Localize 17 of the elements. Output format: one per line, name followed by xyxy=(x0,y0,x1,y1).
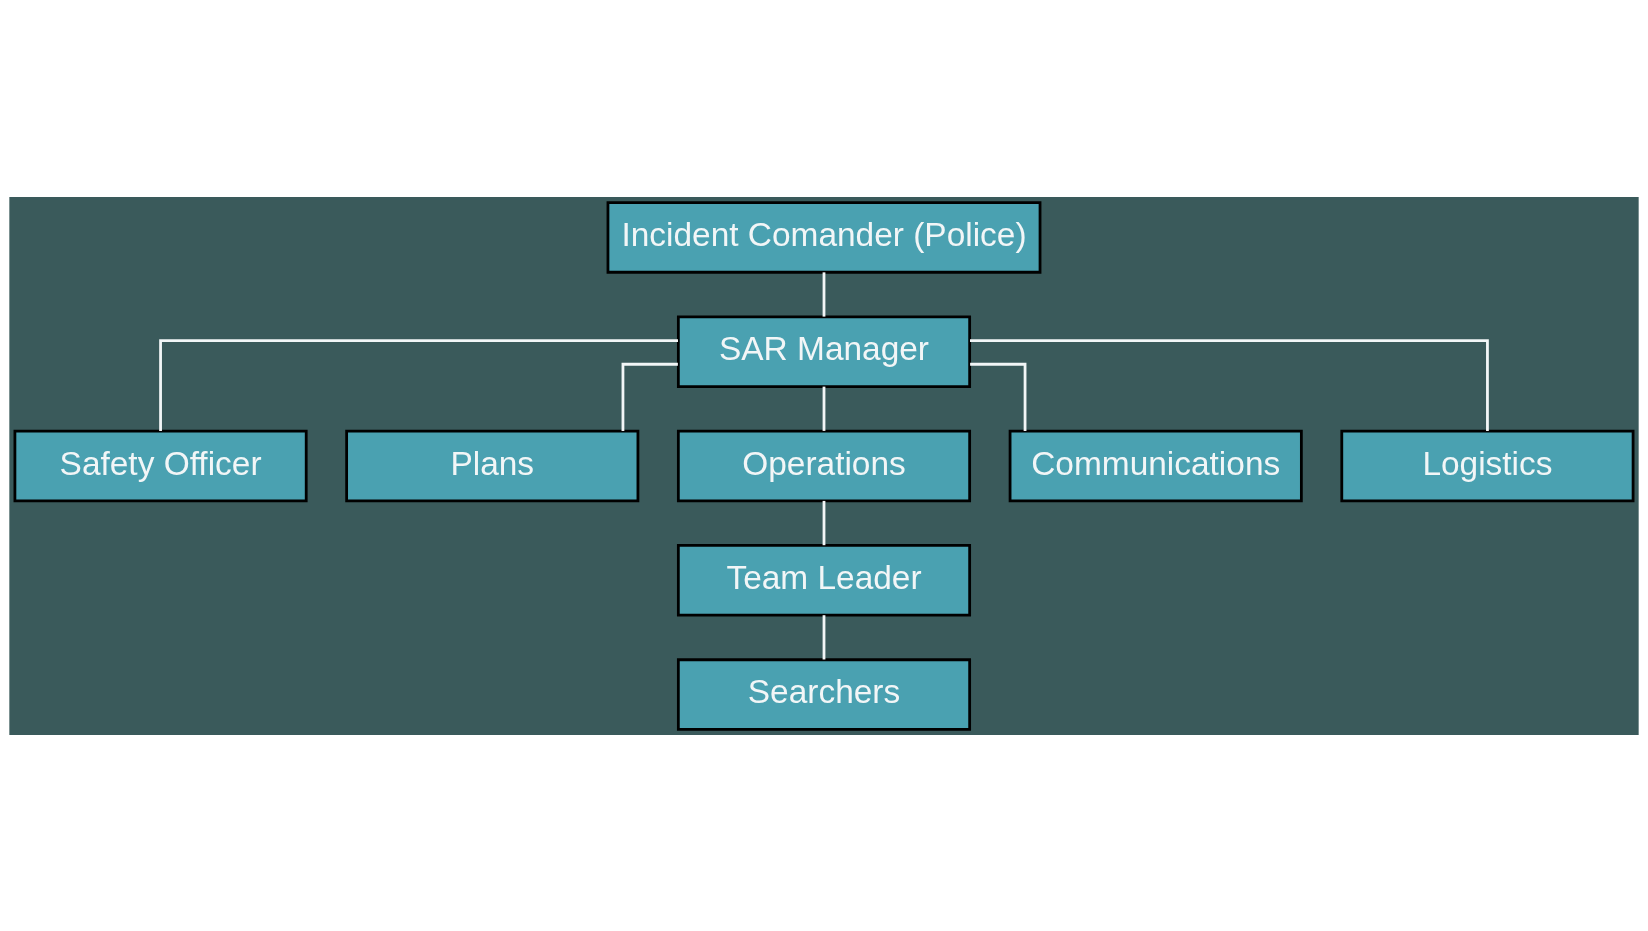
node-box: Incident Comander (Police) xyxy=(606,200,1042,274)
connector xyxy=(621,362,678,431)
connector xyxy=(970,338,1489,431)
node-box: Communications xyxy=(1008,429,1303,502)
connector xyxy=(822,500,826,545)
node-box: Safety Officer xyxy=(13,429,308,502)
connector xyxy=(159,338,678,431)
connector xyxy=(822,614,826,659)
node-box: Plans xyxy=(345,429,640,502)
node-box: Team Leader xyxy=(676,543,972,617)
node-box: SAR Manager xyxy=(676,314,972,388)
node-box: Logistics xyxy=(1340,429,1635,502)
node-box: Operations xyxy=(676,429,972,502)
node-box: Searchers xyxy=(676,657,972,731)
connector xyxy=(822,386,826,431)
connector xyxy=(970,362,1027,431)
connector xyxy=(822,271,826,317)
